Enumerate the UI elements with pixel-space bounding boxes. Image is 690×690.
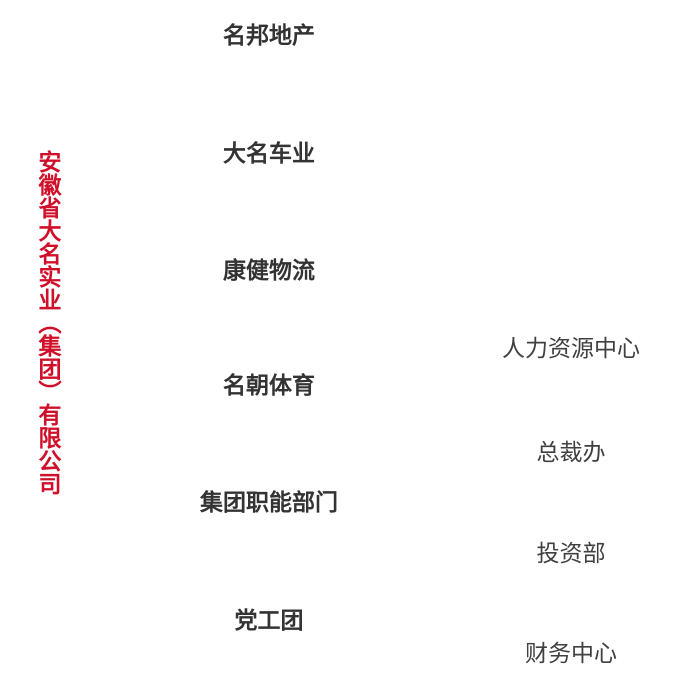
company-name: 安徽省大名实业（集团）有限公司 — [34, 150, 60, 495]
dept-human-resources: 人力资源中心 — [502, 336, 640, 362]
division-mingchao-sports: 名朝体育 — [223, 373, 315, 399]
division-party-union: 党工团 — [234, 608, 304, 634]
dept-investment: 投资部 — [536, 541, 606, 567]
division-group-functions: 集团职能部门 — [200, 490, 338, 516]
division-kangjian-logistics: 康健物流 — [223, 258, 315, 284]
division-daming-auto: 大名车业 — [223, 141, 315, 167]
division-mingbang-real-estate: 名邦地产 — [223, 23, 315, 49]
dept-president-office: 总裁办 — [536, 440, 606, 466]
dept-finance-center: 财务中心 — [525, 641, 617, 667]
